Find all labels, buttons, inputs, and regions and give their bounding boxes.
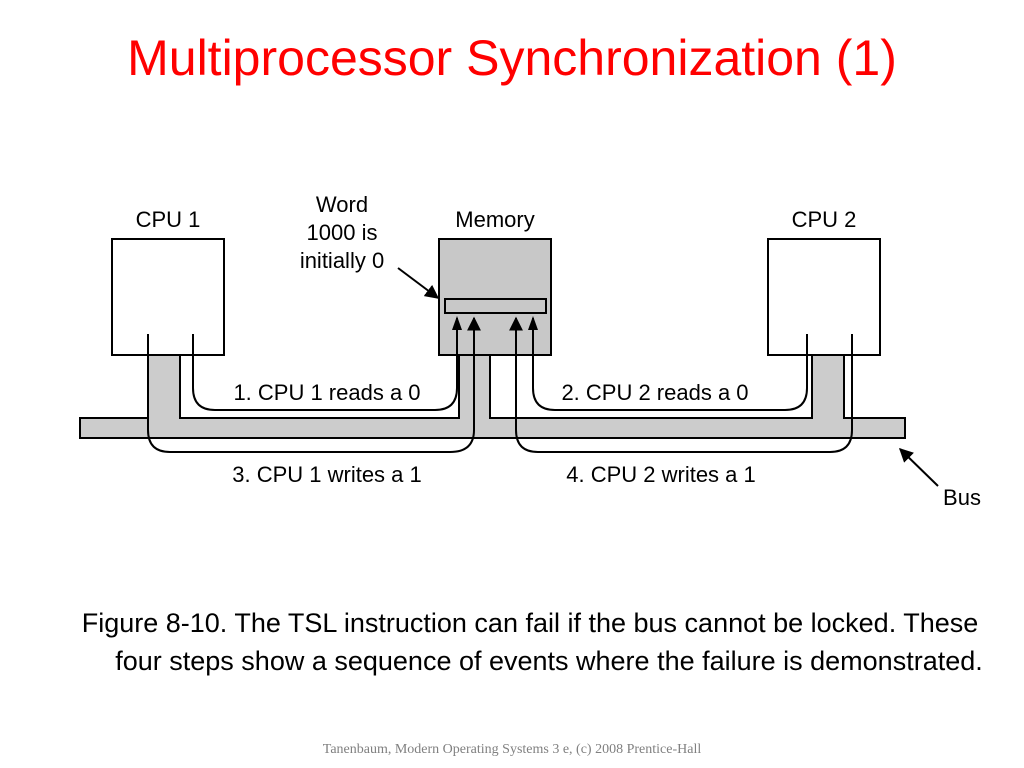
memory-label: Memory [455, 207, 534, 232]
figure-caption: Figure 8-10. The TSL instruction can fai… [81, 608, 983, 676]
arrow-step-1-head [452, 316, 462, 330]
word-1000-cell [444, 298, 547, 314]
path-step-2 [532, 318, 808, 411]
step-2-label: 2. CPU 2 reads a 0 [561, 380, 748, 405]
memory-box [438, 238, 552, 356]
bus-band [79, 354, 906, 439]
cpu2-box [767, 238, 881, 356]
path-step-3 [147, 316, 481, 453]
word-note-line-3: initially 0 [300, 248, 384, 273]
path-step-1 [192, 318, 458, 411]
word-note-line-2: 1000 is [307, 220, 378, 245]
cpu2-label: CPU 2 [792, 207, 857, 232]
path-step-4 [509, 316, 853, 453]
bus [79, 354, 906, 439]
slide-title: Multiprocessor Synchronization (1) [127, 30, 897, 86]
word-pointer-arrow [397, 267, 440, 299]
step-1-label: 1. CPU 1 reads a 0 [233, 380, 420, 405]
cpu1-label: CPU 1 [136, 207, 201, 232]
slide-footer: Tanenbaum, Modern Operating Systems 3 e,… [322, 742, 702, 757]
step-3-label: 3. CPU 1 writes a 1 [232, 462, 422, 487]
word-note-line-1: Word [316, 192, 368, 217]
bus-pointer-arrow [898, 448, 939, 487]
bus-label: Bus [943, 485, 981, 510]
arrow-step-2-head [528, 316, 538, 330]
step-4-label: 4. CPU 2 writes a 1 [566, 462, 756, 487]
cpu1-box [111, 238, 225, 356]
